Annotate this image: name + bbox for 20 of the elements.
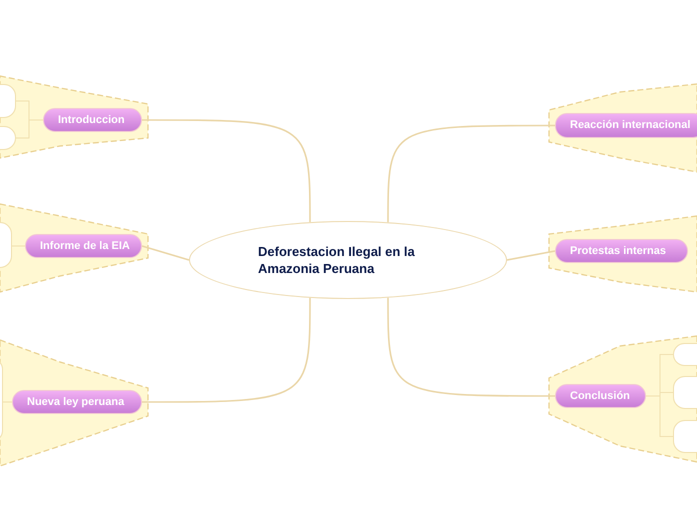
branch-label: Nueva ley peruana [27, 394, 124, 410]
branch-label: Informe de la EIA [40, 238, 130, 254]
branch-pill [12, 390, 142, 414]
connector [10, 244, 26, 246]
branch-pill [555, 113, 697, 138]
branch-pill [43, 108, 142, 132]
connector [506, 250, 556, 261]
branch-pill [25, 234, 142, 258]
branch-label: Conclusión [570, 388, 630, 404]
connector [387, 298, 555, 397]
branch-label: Reacción internacional [570, 118, 690, 134]
connector [142, 245, 190, 261]
topic-title: Deforestacion Ilegal en la Amazonia Peruana [258, 243, 416, 277]
branch-label: Protestas internas [570, 244, 666, 259]
branch-pill [555, 239, 688, 263]
branch-pill [555, 384, 646, 408]
branch-label: Introduccion [58, 112, 125, 128]
connector [387, 124, 555, 222]
connector [142, 298, 311, 403]
connector [142, 119, 311, 222]
